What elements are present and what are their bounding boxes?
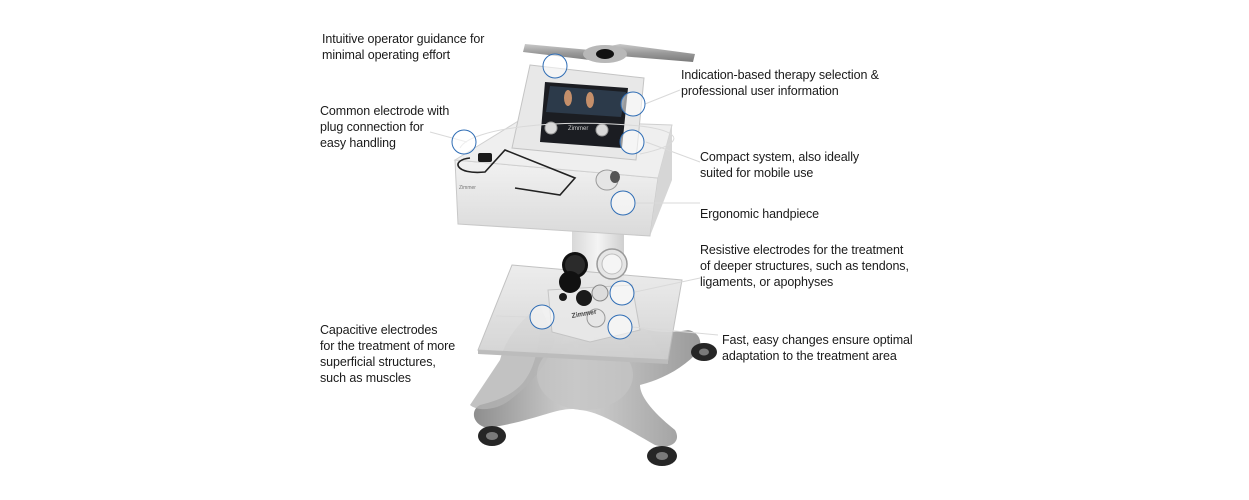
electrode-cable [457, 122, 675, 196]
control-unit: Zimmer [511, 64, 645, 161]
callout-resistive: Resistive electrodes for the treatment o… [700, 243, 909, 289]
hotspot-compact [619, 129, 645, 155]
callout-guidance: Intuitive operator guidance for minimal … [322, 32, 485, 62]
hotspot-indication [620, 91, 646, 117]
holder-brand-mark: Zimmer [571, 309, 597, 320]
hotspot-capacitive [529, 304, 555, 330]
callout-indication: Indication-based therapy selection & pro… [681, 68, 879, 98]
handle-bar [523, 44, 695, 63]
hotspot-fast [607, 314, 633, 340]
box-brand-mark: Zimmer [459, 185, 476, 191]
callout-fast: Fast, easy changes ensure optimal adapta… [722, 333, 913, 363]
callout-electrode: Common electrode with plug connection fo… [320, 104, 450, 150]
callout-handpiece: Ergonomic handpiece [700, 207, 820, 221]
handpiece [595, 169, 620, 191]
leader-lines [429, 89, 719, 336]
caster-wheels [478, 343, 717, 466]
hotspot-markers [451, 53, 646, 340]
hotspot-electrode [451, 129, 477, 155]
callout-compact: Compact system, also ideally suited for … [700, 150, 860, 180]
hotspot-guidance [542, 53, 568, 79]
hotspot-resistive [609, 280, 635, 306]
callout-capacitive: Capacitive electrodes for the treatment … [320, 323, 456, 385]
hotspot-handpiece [610, 190, 636, 216]
control-brand-mark: Zimmer [568, 126, 588, 132]
